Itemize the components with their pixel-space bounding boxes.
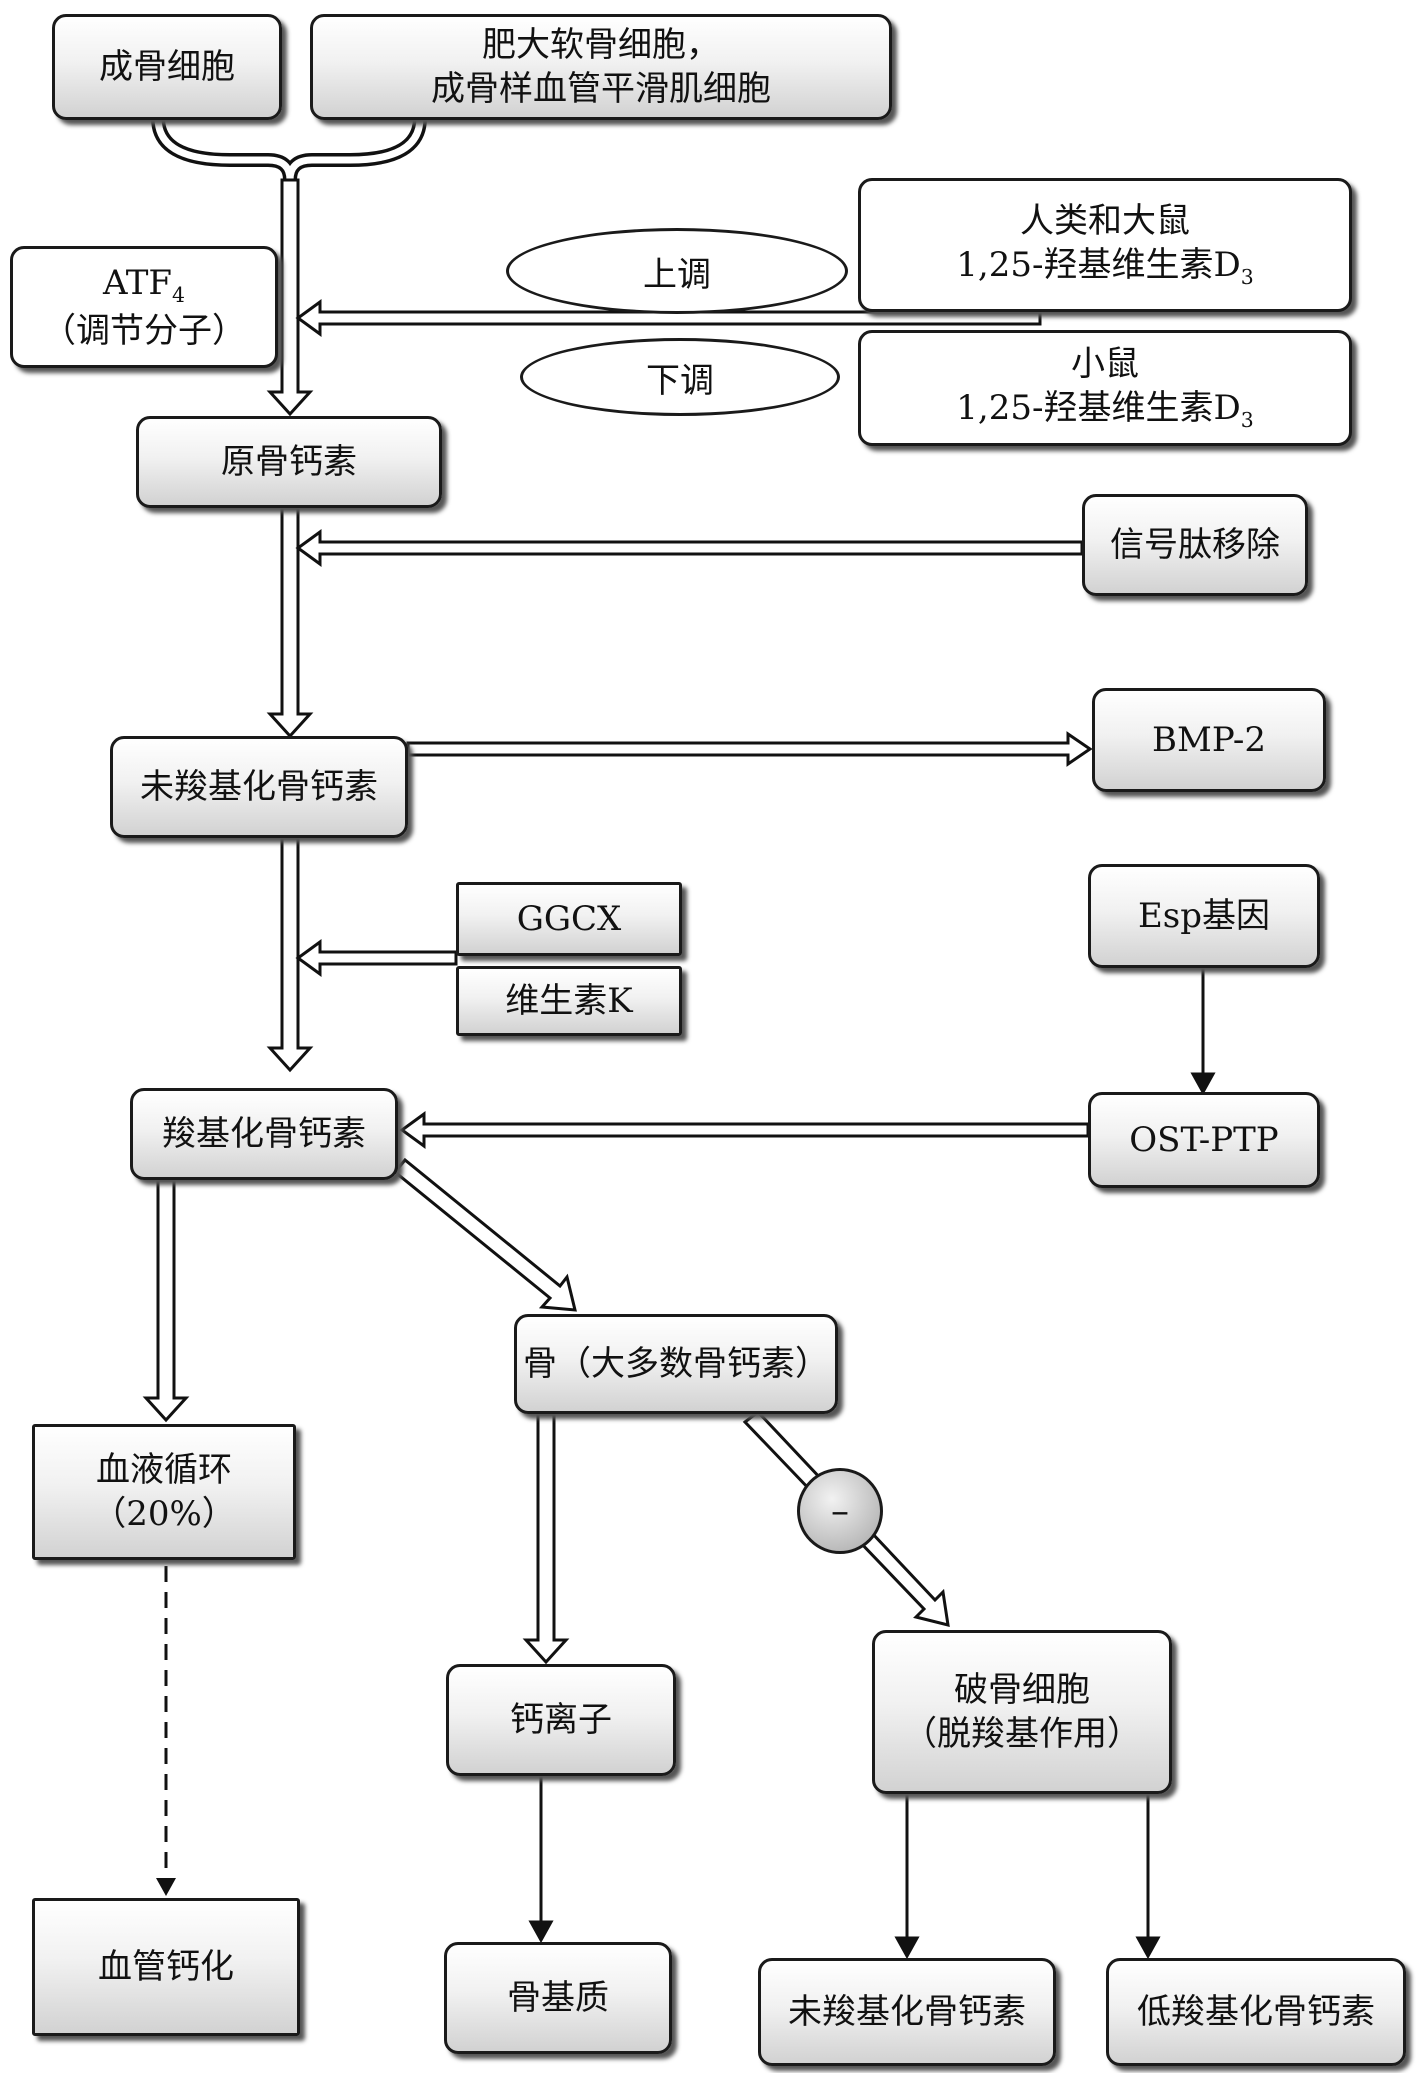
blood-label-2: （20%） (92, 1494, 236, 1534)
bone-label: 骨（大多数骨钙素） (523, 1343, 829, 1384)
atf4-sublabel: （调节分子） (42, 310, 246, 351)
mouse-label: 小鼠 (1071, 344, 1139, 385)
arrow-to-bone (392, 1157, 577, 1312)
hypertrophic-chondrocyte-box: 肥大软骨细胞， 成骨样血管平滑肌细胞 (310, 14, 892, 120)
atf4-label: ATF4 (103, 263, 185, 308)
blood-label-1: 血液循环 (96, 1449, 232, 1490)
arrow-to-calcium-ion (522, 1412, 570, 1665)
vascular-calcification-label: 血管钙化 (98, 1946, 234, 1987)
osteoclast-box: 破骨细胞 （脱羧基作用） (872, 1630, 1172, 1794)
bone-matrix-label: 骨基质 (507, 1977, 609, 2018)
bone-matrix-box: 骨基质 (444, 1942, 672, 2054)
blood-circulation-box: 血液循环 （20%） (32, 1424, 296, 1560)
upregulate-ellipse: 上调 (506, 228, 848, 314)
calcium-ion-box: 钙离子 (446, 1664, 676, 1776)
bmp2-label: BMP-2 (1152, 719, 1266, 760)
mouse-vitd-box: 小鼠 1,25-羟基维生素D3 (858, 330, 1352, 446)
carboxylated-label: 羧基化骨钙素 (162, 1113, 366, 1154)
osteoclast-label-2: （脱羧基作用） (903, 1714, 1141, 1754)
low-carboxylated-label: 低羧基化骨钙素 (1137, 1991, 1375, 2032)
esp-gene-box: Esp基因 (1088, 864, 1320, 968)
bmp2-box: BMP-2 (1092, 688, 1326, 792)
pro-osteocalcin-box: 原骨钙素 (136, 416, 442, 508)
arrow-to-carboxylated (266, 836, 314, 1073)
osteoblast-label: 成骨细胞 (99, 46, 235, 87)
ost-ptp-box: OST-PTP (1088, 1092, 1320, 1188)
signal-peptide-box: 信号肽移除 (1082, 494, 1308, 596)
mouse-vitd-label: 1,25-羟基维生素D3 (956, 388, 1254, 433)
human-rat-vitd-label: 1,25-羟基维生素D3 (956, 245, 1254, 290)
human-rat-label: 人类和大鼠 (1020, 201, 1190, 242)
esp-gene-label: Esp基因 (1137, 895, 1271, 936)
arrow-ostptp-to-carboxylated (399, 1111, 1090, 1149)
arrow-signal-to-shaft (295, 529, 1084, 567)
osteoblast-box: 成骨细胞 (52, 14, 282, 120)
vascular-calcification-box: 血管钙化 (32, 1898, 300, 2036)
signal-peptide-label: 信号肽移除 (1110, 524, 1280, 565)
arrow-to-blood (142, 1178, 190, 1423)
osteoclast-label-1: 破骨细胞 (954, 1669, 1090, 1710)
downregulate-ellipse: 下调 (520, 338, 840, 416)
uncarboxylated-label: 未羧基化骨钙素 (140, 766, 378, 807)
inhibition-minus-icon: – (797, 1468, 883, 1554)
arrow-ggcx-to-shaft (295, 939, 458, 977)
hypertrophic-label-1: 肥大软骨细胞， (482, 24, 720, 65)
vitamin-k-box: 维生素K (456, 966, 682, 1036)
calcium-ion-label: 钙离子 (510, 1699, 612, 1740)
merge-brace-inner (154, 117, 424, 181)
low-carboxylated-box: 低羧基化骨钙素 (1106, 1958, 1406, 2066)
arrow-to-uncarboxylated (266, 506, 314, 739)
atf4-box: ATF4 （调节分子） (10, 246, 278, 368)
ggcx-box: GGCX (456, 882, 682, 956)
bone-box: 骨（大多数骨钙素） (514, 1314, 838, 1414)
pro-osteocalcin-label: 原骨钙素 (221, 441, 357, 482)
ggcx-label: GGCX (516, 898, 622, 939)
arrow-to-pro-osteocalcin (266, 178, 314, 417)
arrow-vitd-to-atf (295, 299, 1042, 337)
arrow-to-bmp2 (406, 731, 1093, 767)
vitamin-k-label: 维生素K (505, 980, 633, 1021)
ost-ptp-label: OST-PTP (1129, 1119, 1279, 1160)
uncarboxylated-output-box: 未羧基化骨钙素 (758, 1958, 1056, 2066)
carboxylated-osteocalcin-box: 羧基化骨钙素 (130, 1088, 398, 1180)
human-rat-vitd-box: 人类和大鼠 1,25-羟基维生素D3 (858, 178, 1352, 312)
hypertrophic-label-2: 成骨样血管平滑肌细胞 (431, 69, 771, 109)
uncarboxylated-osteocalcin-box: 未羧基化骨钙素 (110, 736, 408, 838)
uncarboxylated-output-label: 未羧基化骨钙素 (788, 1991, 1026, 2032)
